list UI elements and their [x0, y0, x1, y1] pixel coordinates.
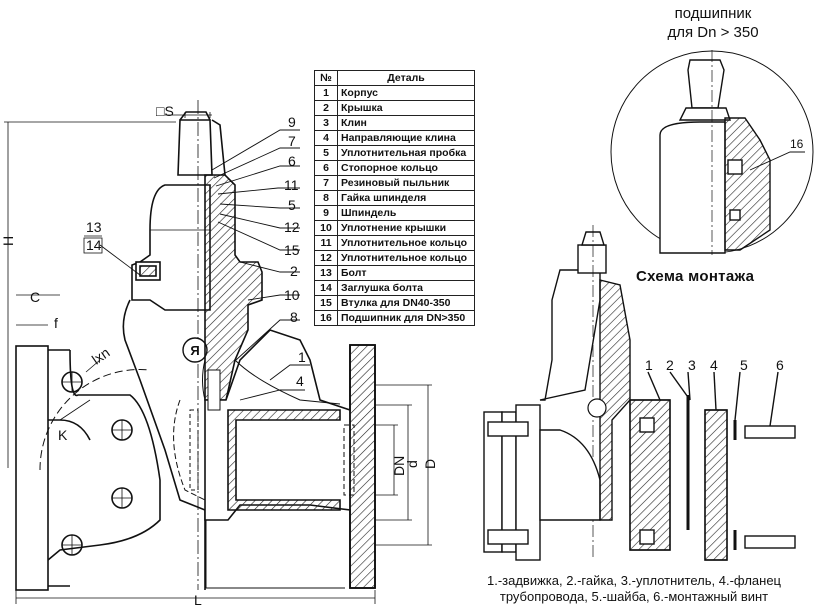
- part-num: 6: [314, 160, 338, 176]
- dim-s: □S: [156, 103, 174, 119]
- scheme-callout-2: 2: [666, 357, 674, 373]
- part-name: Клин: [337, 115, 475, 131]
- dim-d-small: d: [404, 460, 420, 468]
- part-num: 1: [314, 85, 338, 101]
- scheme-callout-6: 6: [776, 357, 784, 373]
- mounting-scheme-title: Схема монтажа: [636, 268, 755, 285]
- part-num: 8: [314, 190, 338, 206]
- part-name: Крышка: [337, 100, 475, 116]
- callout-9: 9: [288, 114, 296, 130]
- part-num: 4: [314, 130, 338, 146]
- part-name: Уплотнительное кольцо: [337, 235, 475, 251]
- dim-dn: DN: [391, 456, 407, 476]
- callout-6: 6: [288, 153, 296, 169]
- part-name: Подшипник для DN>350: [337, 310, 475, 326]
- callout-1: 1: [298, 349, 306, 365]
- callout-11: 11: [284, 177, 299, 193]
- part-num: 7: [314, 175, 338, 191]
- part-num: 14: [314, 280, 338, 296]
- part-num: 2: [314, 100, 338, 116]
- bearing-title-line1: подшипник: [674, 5, 752, 22]
- callout-14: 14: [86, 237, 102, 253]
- main-valve-drawing: Я: [15, 100, 376, 591]
- callout-2: 2: [290, 263, 298, 279]
- dim-l: L: [194, 592, 202, 608]
- part-num: 9: [314, 205, 338, 221]
- mounting-legend: 1.-задвижка, 2.-гайка, 3.-уплотнитель, 4…: [458, 573, 810, 605]
- callout-12: 12: [284, 219, 300, 235]
- part-name: Болт: [337, 265, 475, 281]
- legend-line2: трубопровода, 5.-шайба, 6.-монтажный вин…: [499, 589, 769, 604]
- part-name: Заглушка болта: [337, 280, 475, 296]
- part-name: Уплотнительное кольцо: [337, 250, 475, 266]
- dim-f: f: [54, 315, 58, 331]
- part-name: Уплотнительная пробка: [337, 145, 475, 161]
- part-name: Гайка шпинделя: [337, 190, 475, 206]
- bearing-callout-16: 16: [790, 137, 804, 151]
- dim-k: K: [58, 427, 68, 443]
- header-name: Деталь: [337, 70, 475, 86]
- legend-line1: 1.-задвижка, 2.-гайка, 3.-уплотнитель, 4…: [486, 573, 781, 588]
- part-num: 16: [314, 310, 338, 326]
- callout-8: 8: [290, 309, 298, 325]
- part-num: 10: [314, 220, 338, 236]
- dim-d-large: D: [422, 459, 438, 469]
- bearing-detail-drawing: [610, 50, 814, 255]
- bearing-title-line2: для Dn > 350: [667, 24, 759, 41]
- part-num: 13: [314, 265, 338, 281]
- callout-5: 5: [288, 197, 296, 213]
- part-name: Шпиндель: [337, 205, 475, 221]
- callout-4: 4: [296, 373, 304, 389]
- callout-10: 10: [284, 287, 300, 303]
- bearing-detail-title: подшипник для Dn > 350: [650, 4, 776, 42]
- dim-c: C: [30, 289, 40, 305]
- part-num: 15: [314, 295, 338, 311]
- dim-lxn: lxn: [89, 344, 113, 367]
- scheme-callout-5: 5: [740, 357, 748, 373]
- part-name: Направляющие клина: [337, 130, 475, 146]
- part-name: Втулка для DN40-350: [337, 295, 475, 311]
- scheme-callout-1: 1: [645, 357, 653, 373]
- callout-13: 13: [86, 219, 102, 235]
- part-name: Уплотнение крышки: [337, 220, 475, 236]
- part-num: 11: [314, 235, 338, 251]
- scheme-callout-3: 3: [688, 357, 696, 373]
- part-name: Стопорное кольцо: [337, 160, 475, 176]
- callout-15: 15: [284, 242, 300, 258]
- dim-h: H: [0, 236, 16, 246]
- callout-leaders: [99, 129, 310, 401]
- part-num: 12: [314, 250, 338, 266]
- header-num: №: [314, 70, 338, 86]
- callout-7: 7: [288, 133, 296, 149]
- svg-text:Я: Я: [190, 343, 199, 358]
- parts-table-header: № Деталь: [314, 70, 475, 86]
- mounting-scheme-drawing: [483, 225, 796, 561]
- scheme-callout-4: 4: [710, 357, 718, 373]
- dimension-lines: [4, 112, 432, 604]
- part-num: 3: [314, 115, 338, 131]
- part-num: 5: [314, 145, 338, 161]
- part-name: Корпус: [337, 85, 475, 101]
- part-name: Резиновый пыльник: [337, 175, 475, 191]
